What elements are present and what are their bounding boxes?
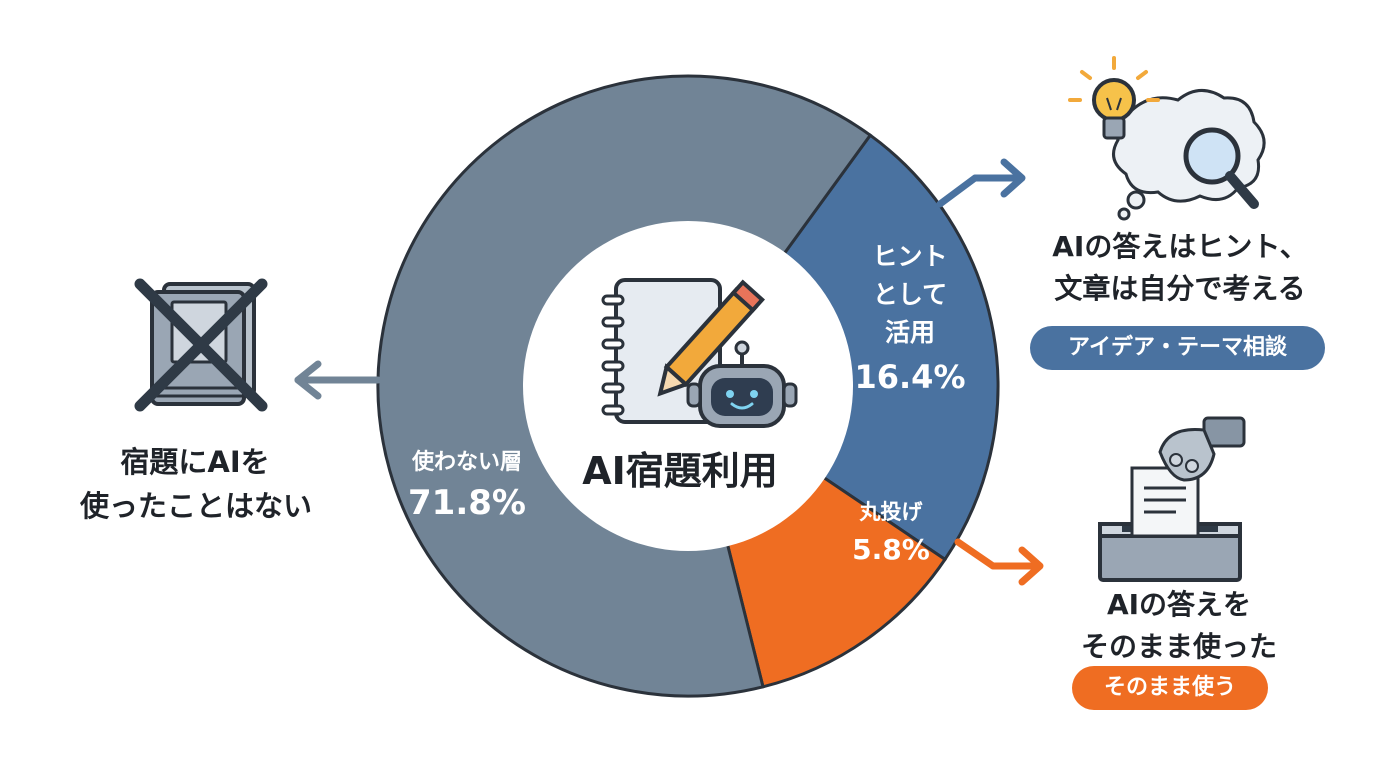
copy-description: AIの答えを そのまま使った — [1054, 584, 1304, 668]
slice-value: 16.4% — [854, 358, 966, 396]
left-arrow — [294, 360, 382, 400]
chart-title: AI宿題利用 — [582, 449, 778, 493]
slice-value: 5.8% — [852, 533, 930, 566]
slice-label-text: 丸投げ — [859, 500, 923, 524]
slice-label-not-used: 使わない層 71.8% — [392, 448, 542, 528]
description-line: AIの答えはヒント、 — [1052, 230, 1308, 263]
slice-value: 71.8% — [408, 483, 526, 523]
copy-pill-badge: そのまま使う — [1072, 666, 1268, 710]
slice-label-text: 使わない層 — [411, 450, 522, 475]
description-line: AIの答えを — [1106, 588, 1252, 621]
crossed-out-book-icon — [134, 278, 268, 412]
description-line: そのまま使った — [1080, 630, 1277, 663]
slice-label-copy: 丸投げ 5.8% — [836, 494, 946, 570]
robot-hand-ballot-box-icon — [1098, 416, 1246, 582]
slice-label-hint: ヒント として 活用 16.4% — [850, 238, 970, 402]
slice-label-line: 活用 — [884, 318, 935, 347]
hint-description: AIの答えはヒント、 文章は自分で考える — [1030, 226, 1330, 310]
notebook-pencil-robot-icon — [601, 278, 798, 428]
lightbulb-magnifier-thought-icon — [1068, 56, 1266, 221]
not-used-description: 宿題にAIを 使ったことはない — [80, 440, 313, 528]
description-line: 宿題にAIを — [120, 445, 270, 479]
hint-pill-badge: アイデア・テーマ相談 — [1030, 326, 1325, 370]
copy-arrow — [954, 538, 1044, 586]
slice-label-line: として — [872, 280, 948, 309]
hint-arrow — [936, 158, 1026, 208]
slice-label-line: ヒント — [872, 242, 948, 271]
description-line: 文章は自分で考える — [1054, 272, 1306, 305]
description-line: 使ったことはない — [80, 489, 313, 523]
